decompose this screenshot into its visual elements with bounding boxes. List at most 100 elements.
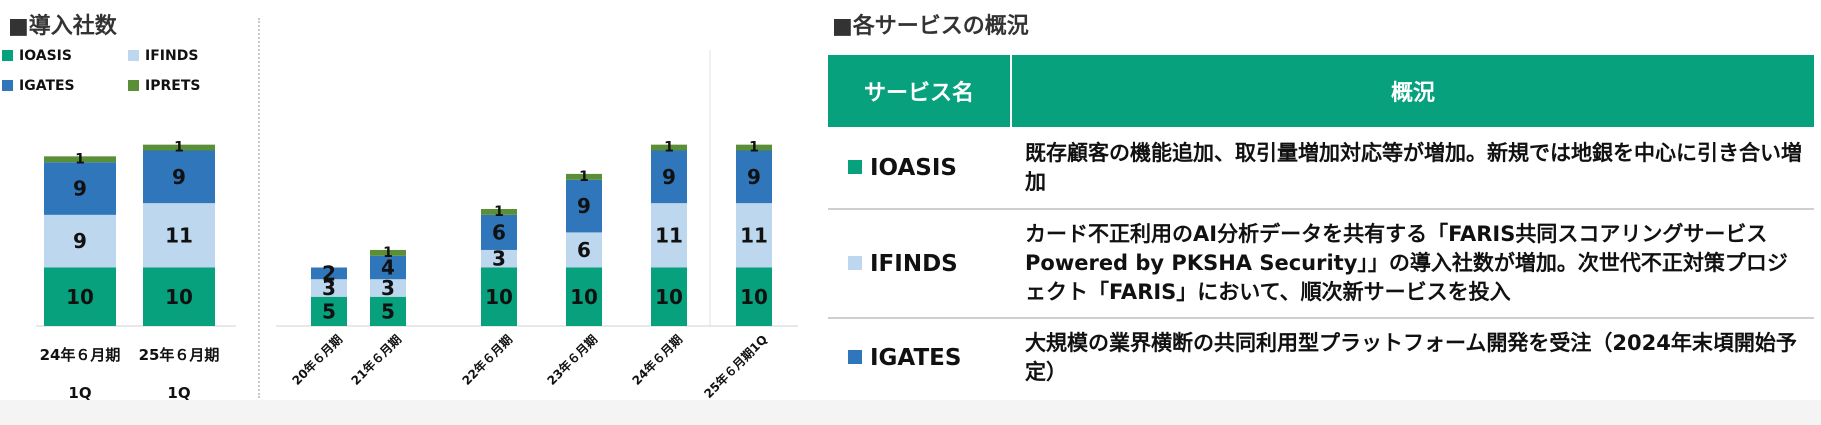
chart-divider — [258, 18, 260, 398]
bar-segment-ifinds — [311, 279, 347, 297]
bar-segment-ioasis — [736, 267, 772, 326]
bar-segment-ioasis — [651, 267, 687, 326]
tick-label: 25年６月期 — [139, 346, 220, 364]
data-label-iprets: 1 — [383, 245, 393, 261]
data-label-iprets: 1 — [75, 151, 85, 167]
data-label-igates: 4 — [381, 256, 395, 280]
bar-segment-ioasis — [370, 296, 406, 326]
legend-swatch-ifinds — [128, 50, 139, 61]
tick-label: 22年６月期 — [459, 332, 515, 388]
bar-segment-igates — [143, 150, 215, 204]
bar-segment-igates — [566, 179, 602, 233]
installations-section-title: ■導入社数 — [8, 14, 117, 39]
data-label-ioasis: 5 — [381, 299, 395, 323]
data-label-igates: 9 — [577, 194, 591, 218]
data-label-ioasis: 10 — [66, 285, 94, 309]
tick-label: 23年６月期 — [544, 332, 600, 388]
data-label-ifinds: 3 — [492, 247, 506, 271]
data-label-igates: 2 — [322, 261, 336, 285]
data-label-ifinds: 11 — [740, 223, 768, 247]
service-name: IOASIS — [870, 154, 957, 181]
bar-segment-iprets — [566, 173, 602, 180]
bar-segment-igates — [736, 150, 772, 204]
legend-label-ifinds: IFINDS — [145, 48, 199, 64]
bar-segment-ioasis — [44, 267, 116, 326]
bar-segment-iprets — [481, 209, 517, 215]
service-name: IFINDS — [870, 250, 958, 277]
bar-segment-iprets — [651, 144, 687, 151]
bottom-band — [0, 400, 1821, 425]
legend-swatch-igates — [2, 80, 13, 91]
bar-segment-ifinds — [44, 214, 116, 268]
legend-swatch-iprets — [128, 80, 139, 91]
tick-label: 24年６月期 — [629, 332, 685, 388]
data-label-igates: 9 — [73, 177, 87, 201]
bar-segment-ioasis — [143, 267, 215, 326]
service-bullet — [848, 159, 862, 174]
service-bullet — [848, 255, 862, 270]
bar-segment-igates — [370, 255, 406, 280]
legend-item-igates: IGATES — [2, 78, 75, 94]
bar-segment-igates — [481, 214, 517, 250]
service-bullet — [848, 350, 862, 364]
bar-segment-iprets — [370, 249, 406, 256]
data-label-ioasis: 5 — [322, 299, 336, 323]
legend-item-iprets: IPRETS — [128, 78, 200, 94]
data-label-ifinds: 3 — [381, 276, 395, 300]
data-label-igates: 9 — [662, 165, 676, 189]
data-label-ifinds: 6 — [577, 238, 591, 262]
services-section-title: ■各サービスの概況 — [832, 14, 1029, 39]
bar-segment-ifinds — [736, 203, 772, 268]
table-row: IOASIS 既存顧客の機能追加、取引量増加対応等が増加。新規では地銀を中心に引… — [828, 127, 1814, 210]
data-label-ioasis: 10 — [655, 285, 683, 309]
table-header-row: サービス名 概況 — [828, 55, 1814, 127]
bar-segment-igates — [651, 150, 687, 204]
data-label-ioasis: 10 — [485, 285, 513, 309]
legend-label-ioasis: IOASIS — [19, 48, 72, 64]
tick-label: 20年６月期 — [289, 332, 345, 388]
data-label-ifinds: 9 — [73, 229, 87, 253]
header-service-name: サービス名 — [828, 55, 1012, 127]
tick-label: 25年６月期1Q — [701, 332, 770, 401]
service-name-cell: IGATES — [828, 318, 1011, 397]
service-description: カード不正利用のAI分析データを共有する「FARIS共同スコアリングサービスPo… — [1011, 209, 1814, 319]
service-name-cell: IFINDS — [828, 209, 1011, 319]
data-label-ioasis: 10 — [740, 285, 768, 309]
data-label-igates: 6 — [492, 220, 506, 244]
bar-segment-ioasis — [566, 267, 602, 326]
bar-segment-ifinds — [566, 232, 602, 268]
data-label-iprets: 1 — [494, 204, 504, 220]
data-label-iprets: 1 — [174, 140, 184, 156]
services-overview-table: サービス名 概況 IOASIS 既存顧客の機能追加、取引量増加対応等が増加。新規… — [828, 55, 1814, 397]
service-description: 大規模の業界横断の共同利用型プラットフォーム開発を受注（2024年末頃開始予定） — [1025, 331, 1797, 384]
bar-segment-ifinds — [143, 203, 215, 268]
legend-swatch-ioasis — [2, 50, 13, 61]
data-label-iprets: 1 — [749, 140, 759, 156]
table-row: IFINDS カード不正利用のAI分析データを共有する「FARIS共同スコアリン… — [828, 209, 1814, 319]
table-row: IGATES 大規模の業界横断の共同利用型プラットフォーム開発を受注（2024年… — [828, 318, 1814, 397]
bar-segment-igates — [44, 162, 116, 215]
service-name-cell: IOASIS — [828, 127, 1011, 210]
data-label-igates: 9 — [172, 165, 186, 189]
chart-legend: IOASIS IFINDS IGATES IPRETS — [0, 44, 240, 104]
legend-item-ifinds: IFINDS — [128, 48, 198, 64]
tick-label: 21年６月期 — [348, 332, 404, 388]
data-label-iprets: 1 — [664, 140, 674, 156]
service-name: IGATES — [870, 345, 962, 371]
bar-segment-ifinds — [481, 249, 517, 268]
legend-item-ioasis: IOASIS — [2, 48, 72, 64]
data-label-ifinds: 3 — [322, 276, 336, 300]
data-label-igates: 9 — [747, 165, 761, 189]
data-label-ioasis: 10 — [570, 285, 598, 309]
bar-segment-ifinds — [651, 203, 687, 268]
stacked-bar-charts: 1099124年６月期1Q10119125年６月期1Q53220年６月期5341… — [36, 50, 798, 402]
data-label-ioasis: 10 — [165, 285, 193, 309]
bar-segment-iprets — [44, 156, 116, 163]
legend-label-igates: IGATES — [19, 78, 75, 94]
tick-label: 1Q — [68, 384, 91, 402]
data-label-iprets: 1 — [579, 169, 589, 185]
header-overview: 概況 — [1011, 55, 1814, 127]
bar-segment-ifinds — [370, 279, 406, 297]
tick-label: 24年６月期 — [40, 346, 121, 364]
tick-label: 1Q — [167, 384, 190, 402]
